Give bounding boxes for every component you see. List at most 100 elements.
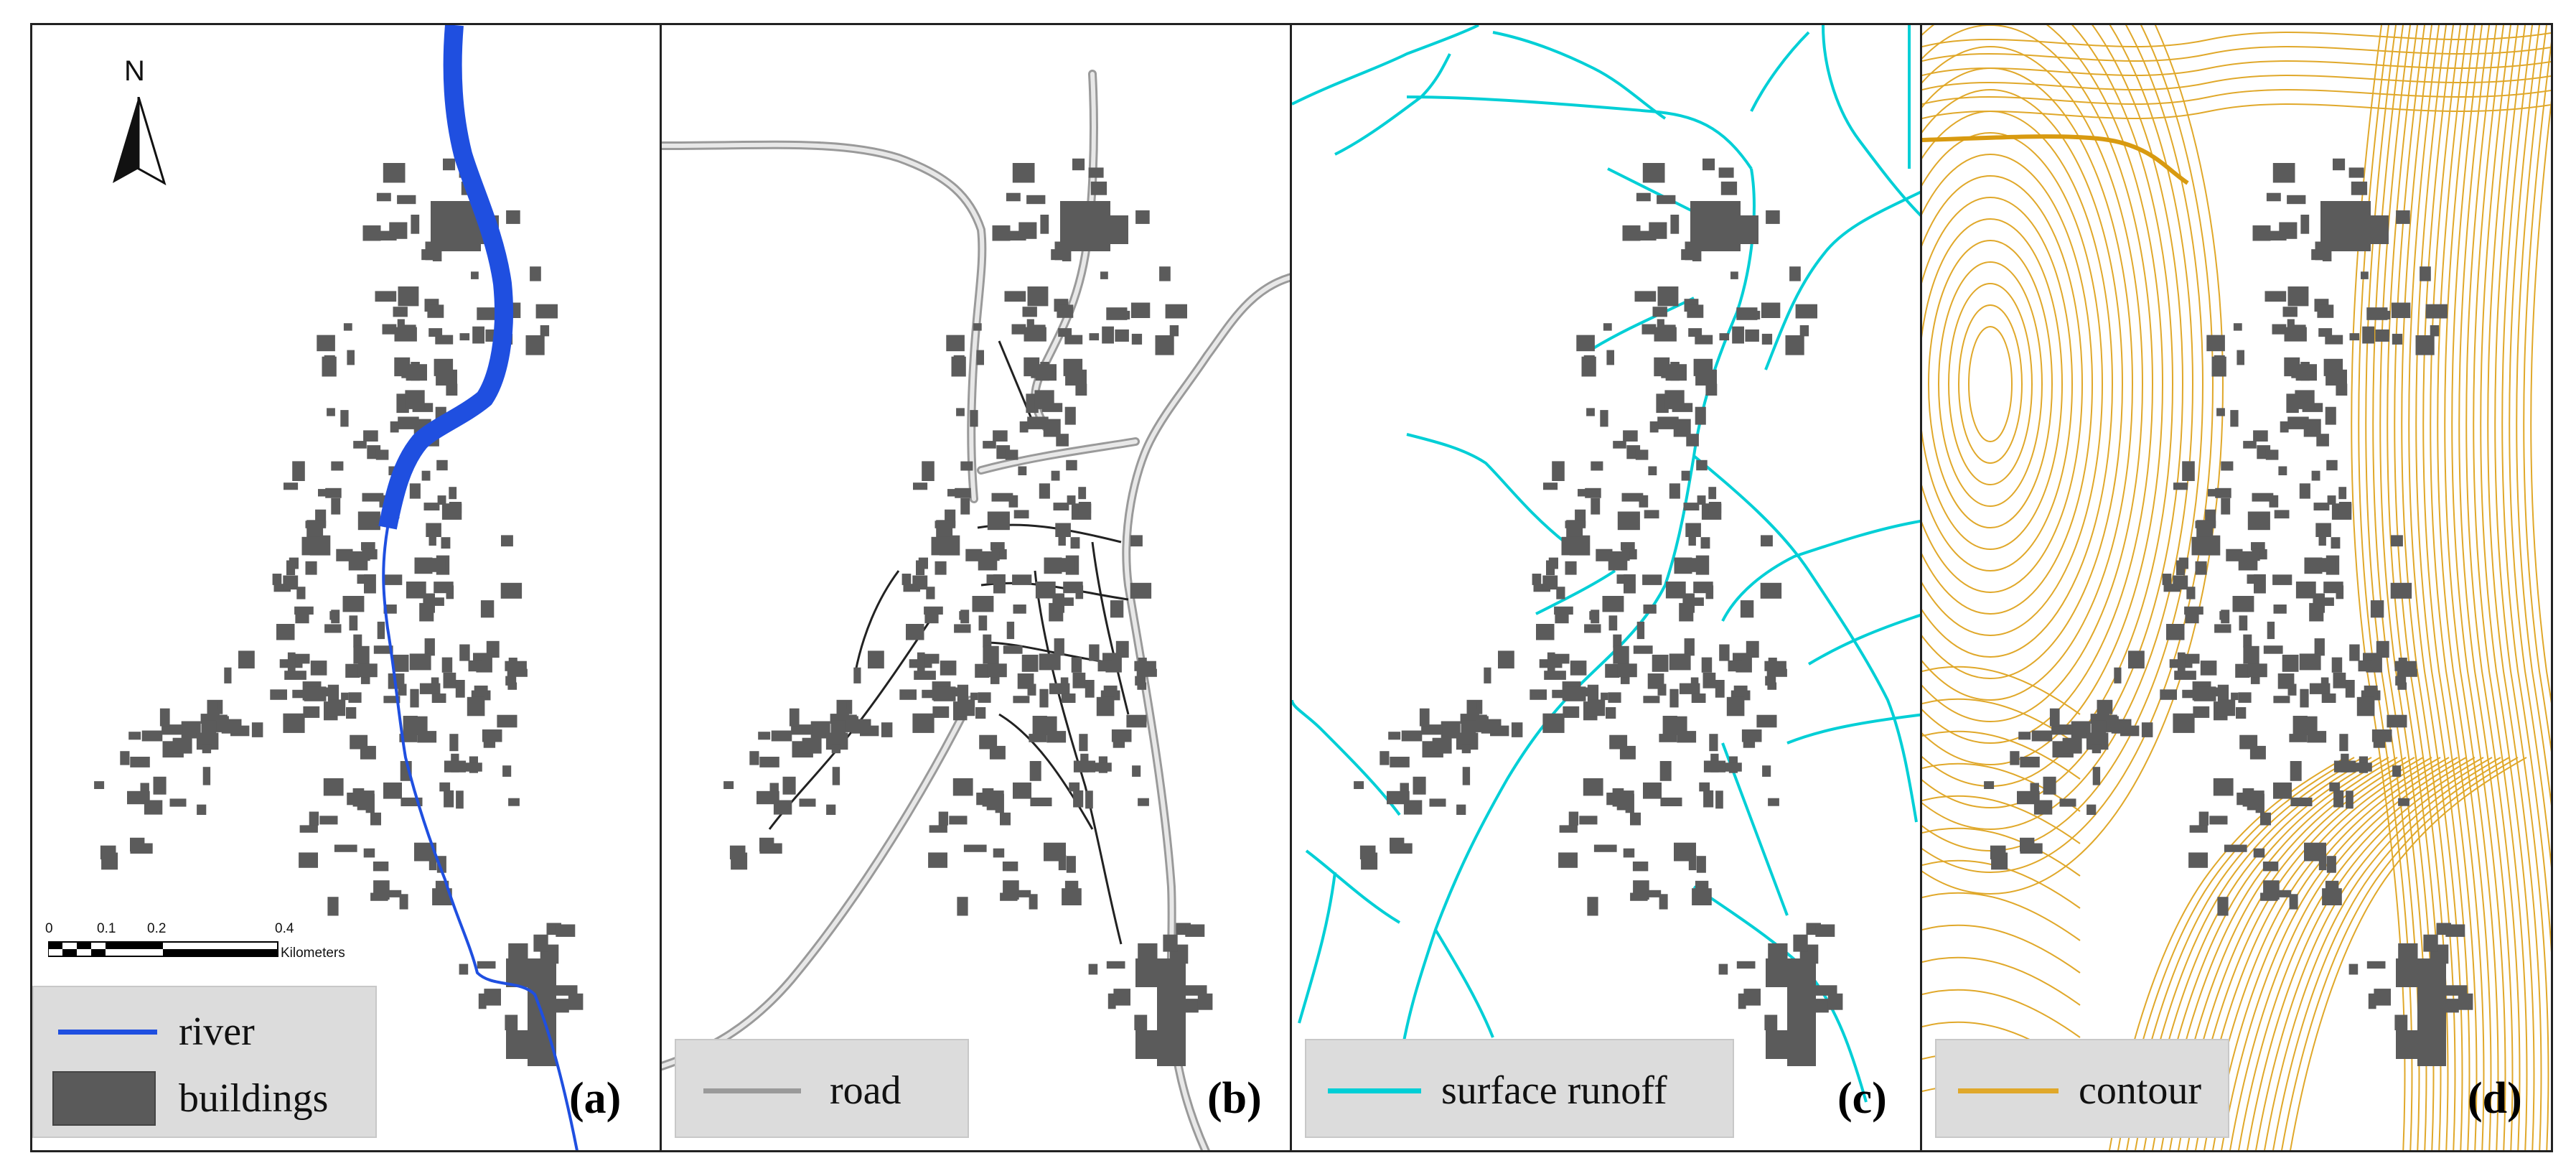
building-footprint: [2189, 825, 2208, 833]
building-footprint: [2018, 732, 2031, 740]
building-footprint: [2396, 210, 2410, 224]
building-footprint: [1766, 210, 1780, 224]
building-footprint: [329, 611, 338, 620]
building-footprint: [325, 487, 342, 498]
building-footprint: [1793, 934, 1808, 952]
building-footprint: [2287, 286, 2309, 307]
building-footprint: [2282, 654, 2299, 672]
building-footprint: [2313, 503, 2330, 510]
building-footprint: [1103, 685, 1118, 699]
building-footprint: [1617, 663, 1637, 678]
building-footprint: [1622, 225, 1641, 241]
building-footprint: [2239, 734, 2258, 750]
building-footprint: [2177, 652, 2186, 672]
building-footprint: [1585, 487, 1601, 498]
building-footprint: [2243, 645, 2259, 664]
building-footprint: [986, 574, 998, 584]
building-footprint: [128, 732, 141, 740]
building-footprint: [153, 776, 167, 795]
building-footprint: [2280, 789, 2290, 799]
building-footprint: [1764, 1014, 1778, 1030]
building-footprint: [1057, 304, 1074, 318]
building-footprint: [978, 615, 988, 631]
building-footprint: [286, 560, 296, 576]
building-footprint: [568, 993, 584, 1010]
building-footprint: [159, 708, 170, 727]
building-footprint: [202, 767, 211, 785]
building-footprint: [2247, 511, 2270, 531]
building-footprint: [477, 961, 496, 969]
contour-line-icon: [1958, 1088, 2059, 1093]
building-footprint: [789, 708, 800, 727]
building-footprint: [2264, 291, 2287, 302]
building-footprint: [1605, 663, 1620, 678]
contour-line: [1922, 75, 2551, 90]
contour-line: [2487, 25, 2542, 1150]
building-footprint: [2348, 167, 2364, 178]
building-footprint: [299, 825, 318, 833]
building-footprint: [1005, 449, 1018, 460]
building-footprint: [1030, 797, 1052, 806]
building-footprint: [1608, 692, 1621, 703]
building-footprint: [373, 862, 389, 872]
building-footprint: [459, 644, 470, 661]
building-footprint: [1649, 789, 1660, 799]
building-footprint: [1137, 682, 1147, 690]
building-footprint: [1633, 645, 1653, 654]
building-footprint: [2339, 734, 2348, 752]
building-footprint: [283, 575, 299, 590]
building-footprint: [353, 645, 370, 664]
building-footprint: [497, 714, 517, 728]
building-footprint: [1591, 498, 1601, 515]
building-footprint: [419, 602, 434, 622]
building-footprint: [1789, 266, 1801, 281]
building-footprint: [956, 408, 965, 416]
building-footprint: [1197, 993, 1213, 1010]
building-footprint: [2366, 961, 2386, 969]
building-footprint: [1745, 329, 1759, 342]
building-footprint: [1049, 602, 1064, 622]
building-footprint: [1639, 890, 1662, 897]
building-footprint: [1100, 215, 1128, 244]
building-footprint: [556, 924, 576, 937]
building-footprint: [2360, 215, 2389, 244]
building-footprint: [1733, 685, 1748, 699]
building-footprint: [1135, 1030, 1179, 1059]
building-footprint: [1055, 523, 1071, 537]
building-footprint: [2280, 421, 2289, 433]
building-footprint: [982, 788, 994, 807]
contour-line: [2212, 757, 2450, 1150]
building-footprint: [294, 719, 303, 732]
building-footprint: [383, 696, 401, 704]
contour-line: [2290, 757, 2527, 1150]
building-footprint: [2314, 638, 2325, 656]
building-footprint: [327, 897, 339, 916]
building-footprint: [2287, 416, 2309, 429]
building-footprint: [1613, 645, 1629, 664]
building-footprint: [2327, 495, 2336, 505]
building-footprint: [2181, 653, 2200, 664]
building-footprint: [500, 582, 523, 599]
building-footprint: [530, 266, 541, 281]
building-footprint: [1013, 510, 1029, 519]
building-footprint: [1006, 192, 1021, 202]
building-footprint: [995, 793, 1004, 813]
building-footprint: [1563, 686, 1586, 701]
building-footprint: [507, 668, 528, 677]
building-footprint: [2397, 682, 2407, 690]
building-footprint: [2329, 782, 2341, 792]
building-footprint: [1621, 493, 1644, 502]
contour-line: [2437, 25, 2492, 1150]
building-footprint: [2233, 323, 2242, 331]
scale-tick-0: 0: [45, 921, 53, 936]
building-footprint: [973, 323, 982, 331]
building-footprint: [1456, 732, 1479, 750]
building-footprint: [1024, 327, 1046, 342]
building-footprint: [1816, 985, 1837, 996]
building-footprint: [390, 789, 401, 799]
building-footprint: [1018, 222, 1037, 239]
building-footprint: [1511, 722, 1523, 737]
building-footprint: [446, 383, 458, 396]
contour-line: [2195, 757, 2432, 1150]
building-footprint: [1586, 408, 1595, 416]
